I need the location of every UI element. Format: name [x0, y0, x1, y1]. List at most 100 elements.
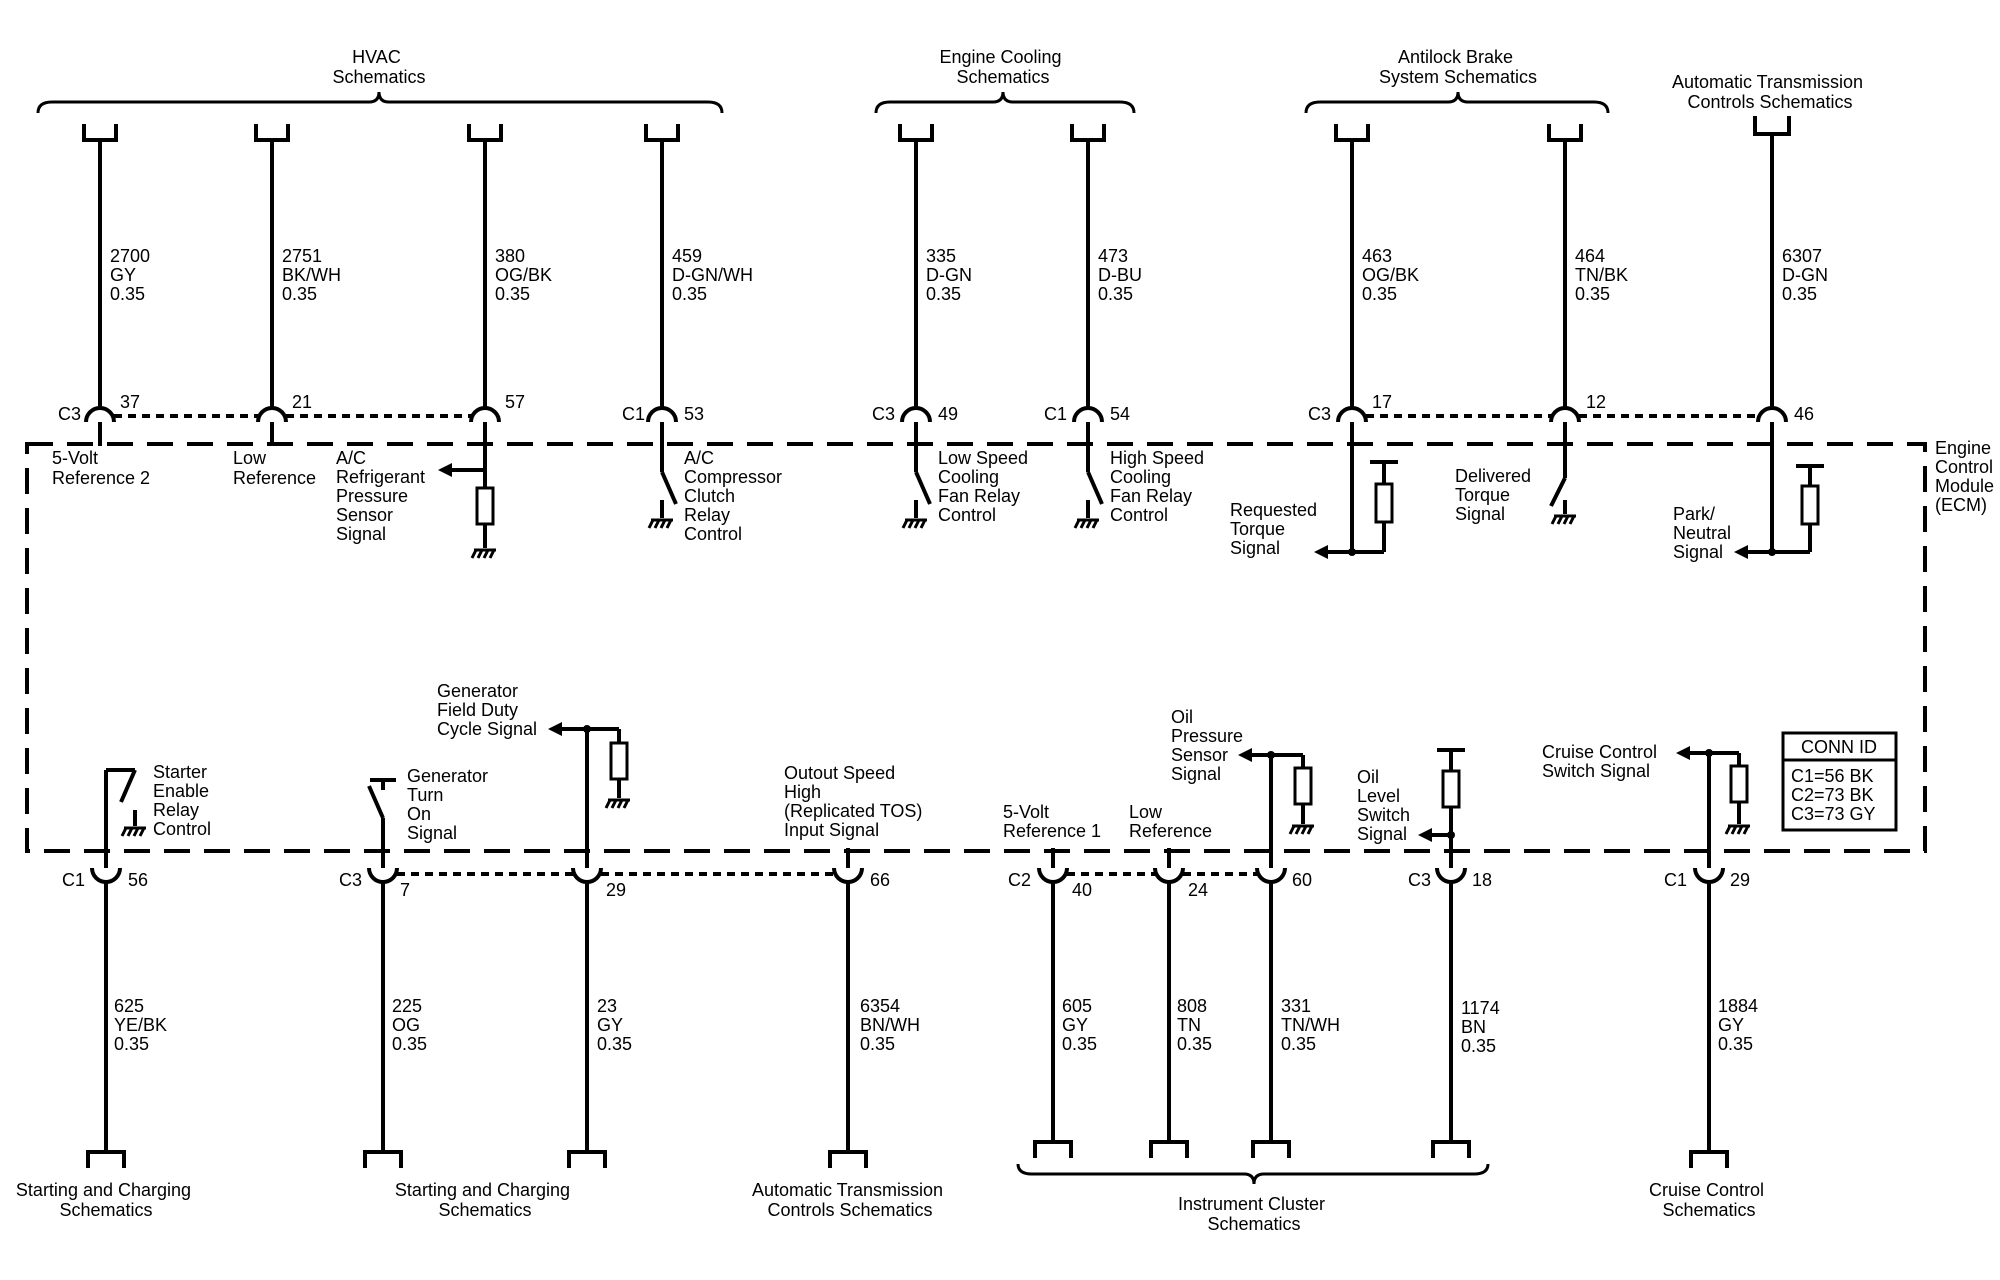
bottom-groups: Starting and Charging Schematics Startin… [16, 1163, 1764, 1234]
hvac-brace [36, 91, 724, 114]
conn-id-frame [1781, 731, 1898, 832]
pin-number: 17 [1372, 392, 1392, 412]
bottom-pin-labels: C1 56 C3 7 29 66 C2 40 24 60 C3 18 C1 29 [62, 870, 1750, 900]
connector-pin-60 [1255, 867, 1287, 884]
pin-number: 29 [1730, 870, 1750, 890]
ground-icon [1724, 824, 1750, 835]
resistor-icon [609, 741, 629, 781]
pin-number: 54 [1110, 404, 1130, 424]
signal-arrow-icon [1734, 545, 1748, 559]
connector-id: C3 [1408, 870, 1431, 890]
switch-icon [367, 785, 385, 819]
signal-arrow-icon [1418, 828, 1432, 842]
ecm-boundary [25, 442, 1927, 853]
connector-pin-29 [571, 867, 603, 884]
pin-number: 56 [128, 870, 148, 890]
terminal [86, 1150, 126, 1168]
terminal [1149, 1140, 1189, 1158]
engine-cooling-brace [874, 91, 1136, 114]
connector-id: C2 [1008, 870, 1031, 890]
resistor-icon [475, 486, 495, 526]
signal-arrow-icon [548, 722, 562, 736]
resistor-icon [1374, 482, 1394, 524]
pin-number: 53 [684, 404, 704, 424]
connector-id: C1 [1664, 870, 1687, 890]
signal-arrow-icon [1676, 746, 1690, 760]
conn-id-title: CONN ID [1801, 737, 1877, 757]
terminal [1753, 116, 1791, 136]
connector-id: C3 [58, 404, 81, 424]
connector-pin-21 [256, 406, 288, 423]
connector-pin-56 [90, 867, 122, 884]
connector-pin-53 [646, 406, 678, 423]
top-pin-labels: C3 37 21 57 C1 53 C3 49 C1 54 C3 17 12 4… [58, 392, 1814, 424]
ground-icon [1073, 518, 1099, 529]
pin-number: 49 [938, 404, 958, 424]
resistor-icon [1800, 484, 1820, 526]
connector-id: C3 [872, 404, 895, 424]
switch-icon [660, 471, 678, 505]
pin-number: 29 [606, 880, 626, 900]
group-label-trans-top: Automatic Transmission Controls Schemati… [1672, 72, 1868, 112]
ground-icon [120, 826, 146, 837]
switch-icon [119, 769, 137, 803]
switch-icon [1549, 477, 1567, 507]
group-label-hvac: HVAC Schematics [332, 47, 425, 87]
conn-id-list: C1=56 BK C2=73 BK C3=73 GY [1791, 766, 1879, 824]
terminal [1547, 124, 1583, 142]
group-label-engine-cooling: Engine Cooling Schematics [939, 47, 1066, 87]
pin-number: 24 [1188, 880, 1208, 900]
terminal [363, 1150, 403, 1168]
signal-arrow-icon [1314, 545, 1328, 559]
group-label-abs: Antilock Brake System Schematics [1379, 47, 1537, 87]
connector-id: C1 [1044, 404, 1067, 424]
ground-icon [470, 548, 496, 559]
signal-arrow-icon [1238, 748, 1252, 762]
signal-arrow-icon [438, 463, 452, 477]
instrument-brace [1016, 1163, 1490, 1185]
group-trans-top: Automatic Transmission Controls Schemati… [1672, 72, 1868, 112]
terminal [898, 124, 934, 142]
conn-id-box: CONN ID C1=56 BK C2=73 BK C3=73 GY [1781, 731, 1898, 832]
bottom-internal-circuits [104, 722, 1750, 868]
connector-pin-18 [1435, 867, 1467, 884]
ecm-label: Engine Control Module (ECM) [1935, 438, 1999, 515]
pin-number: 40 [1072, 880, 1092, 900]
connector-pin-24 [1153, 867, 1185, 884]
terminal [1431, 1140, 1471, 1158]
pin-number: 37 [120, 392, 140, 412]
connector-pin-29-c1 [1693, 867, 1725, 884]
ground-icon [604, 798, 630, 809]
switch-icon [914, 471, 932, 505]
ground-icon [647, 518, 673, 529]
pin-number: 7 [400, 880, 410, 900]
resistor-icon [1293, 766, 1313, 806]
connector-pin-57 [469, 406, 501, 423]
switch-icon [1086, 471, 1104, 505]
